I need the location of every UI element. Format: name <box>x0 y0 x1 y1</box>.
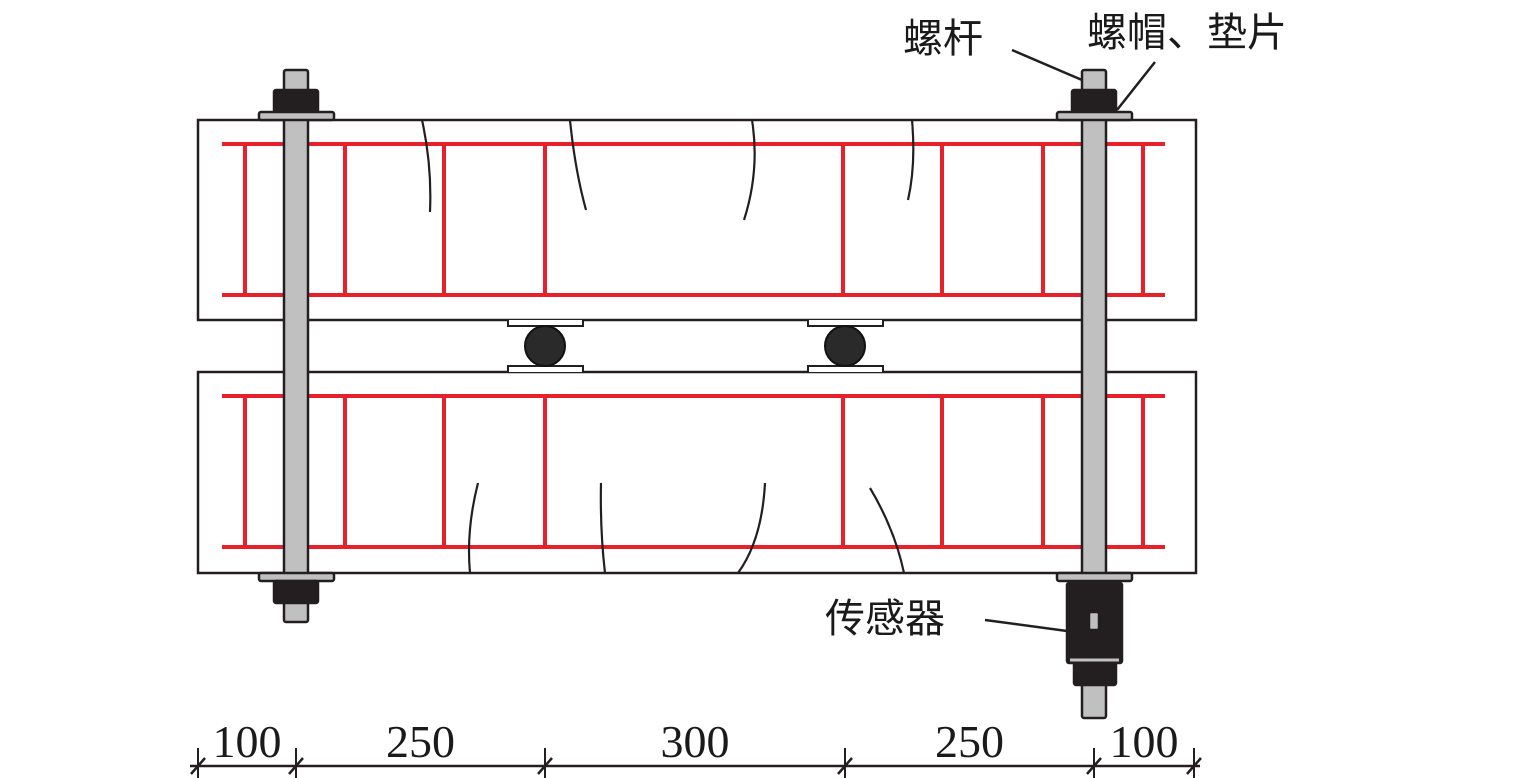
nut <box>272 88 320 114</box>
washer <box>1055 110 1134 122</box>
sensor-window <box>1087 610 1101 632</box>
washer <box>257 110 336 122</box>
bolt-rod <box>282 68 310 624</box>
bolt-rod <box>1080 68 1108 720</box>
nut <box>272 579 320 605</box>
dimension-tick <box>288 757 304 775</box>
lower-beam <box>196 370 1198 575</box>
dimension-value: 250 <box>935 716 1004 767</box>
cracks <box>420 119 915 574</box>
dimension-line: 100 250 300 250 100 <box>190 716 1202 778</box>
dimension-value: 300 <box>661 716 730 767</box>
dimension-tick <box>1186 757 1202 775</box>
dimension-tick <box>537 757 553 775</box>
dimension-value: 100 <box>213 716 282 767</box>
dimension-value: 100 <box>1110 716 1179 767</box>
nut <box>1072 661 1118 687</box>
label-sensor: 传感器 <box>825 596 945 642</box>
roller <box>824 325 866 367</box>
roller <box>524 325 566 367</box>
label-bolt: 螺杆 <box>903 16 983 62</box>
dimension-tick <box>837 757 853 775</box>
dimension-value: 250 <box>386 716 455 767</box>
upper-beam <box>196 118 1198 322</box>
nut <box>1070 88 1118 114</box>
washer <box>1055 571 1134 583</box>
leader-lines <box>984 48 1156 633</box>
dimension-tick <box>190 757 206 775</box>
roller-supports <box>507 320 884 372</box>
dimension-tick <box>1086 757 1102 775</box>
label-nut-washer: 螺帽、垫片 <box>1087 10 1287 56</box>
